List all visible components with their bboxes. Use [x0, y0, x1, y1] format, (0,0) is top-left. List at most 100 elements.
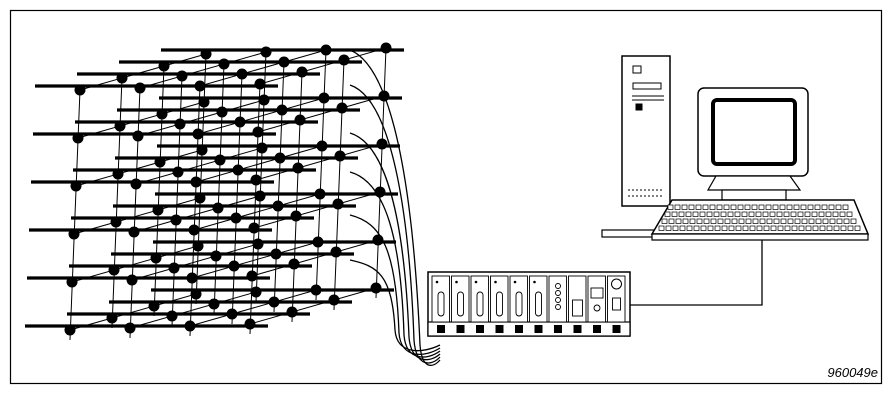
sensor-node: [330, 246, 342, 258]
sensor-node: [270, 248, 282, 260]
sensor-node: [234, 116, 246, 128]
sensor-node: [212, 202, 224, 214]
sensor-node: [290, 210, 302, 222]
sensor-node: [114, 120, 126, 132]
grid-depth-line: [257, 95, 385, 133]
tower-case-icon: [601, 55, 671, 238]
sensor-node: [336, 102, 348, 114]
sensor-node: [116, 72, 128, 84]
sensor-node: [108, 264, 120, 276]
sensor-node: [286, 306, 298, 318]
sensor-node: [320, 44, 332, 56]
computer-icon: [601, 55, 870, 241]
grid-vertical-line: [213, 63, 225, 315]
sensor-node: [106, 312, 118, 324]
grid-depth-line: [131, 243, 259, 281]
sensor-cables: [349, 49, 441, 367]
grid-vertical-line: [273, 61, 285, 313]
grid-vertical-line: [153, 65, 165, 317]
sensor-node: [310, 284, 322, 296]
sensor-node: [254, 78, 266, 90]
sensor-node: [296, 66, 308, 78]
sensor-node: [190, 288, 202, 300]
sensor-node: [148, 300, 160, 312]
sensor-node: [228, 260, 240, 272]
sensor-node: [198, 96, 210, 108]
grid-vertical-line: [69, 89, 81, 341]
sensor-node: [174, 118, 186, 130]
sensor-node: [194, 192, 206, 204]
sensor-node: [370, 282, 382, 294]
grid-vertical-line: [375, 47, 387, 299]
grid-vertical-line: [231, 73, 243, 325]
sensor-node: [226, 308, 238, 320]
chassis-icon: [427, 271, 631, 337]
sensor-node: [232, 164, 244, 176]
sensor-node: [254, 190, 266, 202]
sensor-node: [216, 106, 228, 118]
sensor-node: [258, 94, 270, 106]
sensor-node: [292, 162, 304, 174]
sensor-node: [130, 178, 142, 190]
sensor-node: [294, 114, 306, 126]
sensor-node: [64, 324, 76, 336]
grid-vertical-line: [129, 87, 141, 339]
sensor-node: [208, 298, 220, 310]
sensor-node: [272, 200, 284, 212]
sensor-node: [274, 152, 286, 164]
grid-vertical-line: [291, 71, 303, 323]
sensor-node: [126, 274, 138, 286]
sensor-node: [176, 70, 188, 82]
sensor-node: [166, 310, 178, 322]
sensor-node: [170, 214, 182, 226]
grid-depth-line: [69, 293, 197, 331]
sensor-node: [132, 130, 144, 142]
grid-depth-line: [135, 147, 263, 185]
figure-id-label: 960049e: [827, 365, 878, 380]
grid-depth-line: [189, 289, 317, 327]
sensor-node: [312, 236, 324, 248]
sensor-node: [210, 250, 222, 262]
sensor-node: [168, 262, 180, 274]
sensor-node: [74, 84, 86, 96]
sensor-node: [338, 54, 350, 66]
grid-depth-line: [79, 53, 207, 91]
sensor-node: [134, 82, 146, 94]
sensor-node: [154, 156, 166, 168]
sensor-node: [316, 140, 328, 152]
grid-depth-line: [77, 101, 205, 139]
sensor-node: [250, 286, 262, 298]
sensor-node: [256, 142, 268, 154]
keyboard-icon: [650, 199, 870, 241]
sensor-node: [246, 270, 258, 282]
sensor-node: [72, 132, 84, 144]
sensor-node: [252, 126, 264, 138]
sensor-node: [380, 42, 392, 54]
sensor-node: [110, 216, 122, 228]
grid-vertical-line: [171, 75, 183, 327]
sensor-node: [188, 224, 200, 236]
sensor-node: [288, 258, 300, 270]
sensor-node: [268, 296, 280, 308]
grid-depth-line: [249, 287, 377, 325]
grid-depth-line: [251, 239, 379, 277]
sensor-grid-icon: [25, 42, 404, 341]
sensor-node: [124, 322, 136, 334]
sensor-node: [200, 48, 212, 60]
grid-vertical-line: [333, 59, 345, 311]
sensor-node: [150, 252, 162, 264]
grid-depth-line: [193, 193, 321, 231]
sensor-node: [236, 68, 248, 80]
sensor-node: [250, 174, 262, 186]
sensor-node: [230, 212, 242, 224]
grid-depth-line: [199, 49, 327, 87]
grid-depth-line: [259, 47, 387, 85]
chassis-to-computer-cable: [630, 233, 763, 306]
sensor-node: [194, 80, 206, 92]
monitor-icon: [697, 87, 809, 201]
sensor-node: [66, 276, 78, 288]
sensor-node: [68, 228, 80, 240]
sensor-node: [332, 198, 344, 210]
sensor-node: [328, 294, 340, 306]
sensor-node: [244, 318, 256, 330]
